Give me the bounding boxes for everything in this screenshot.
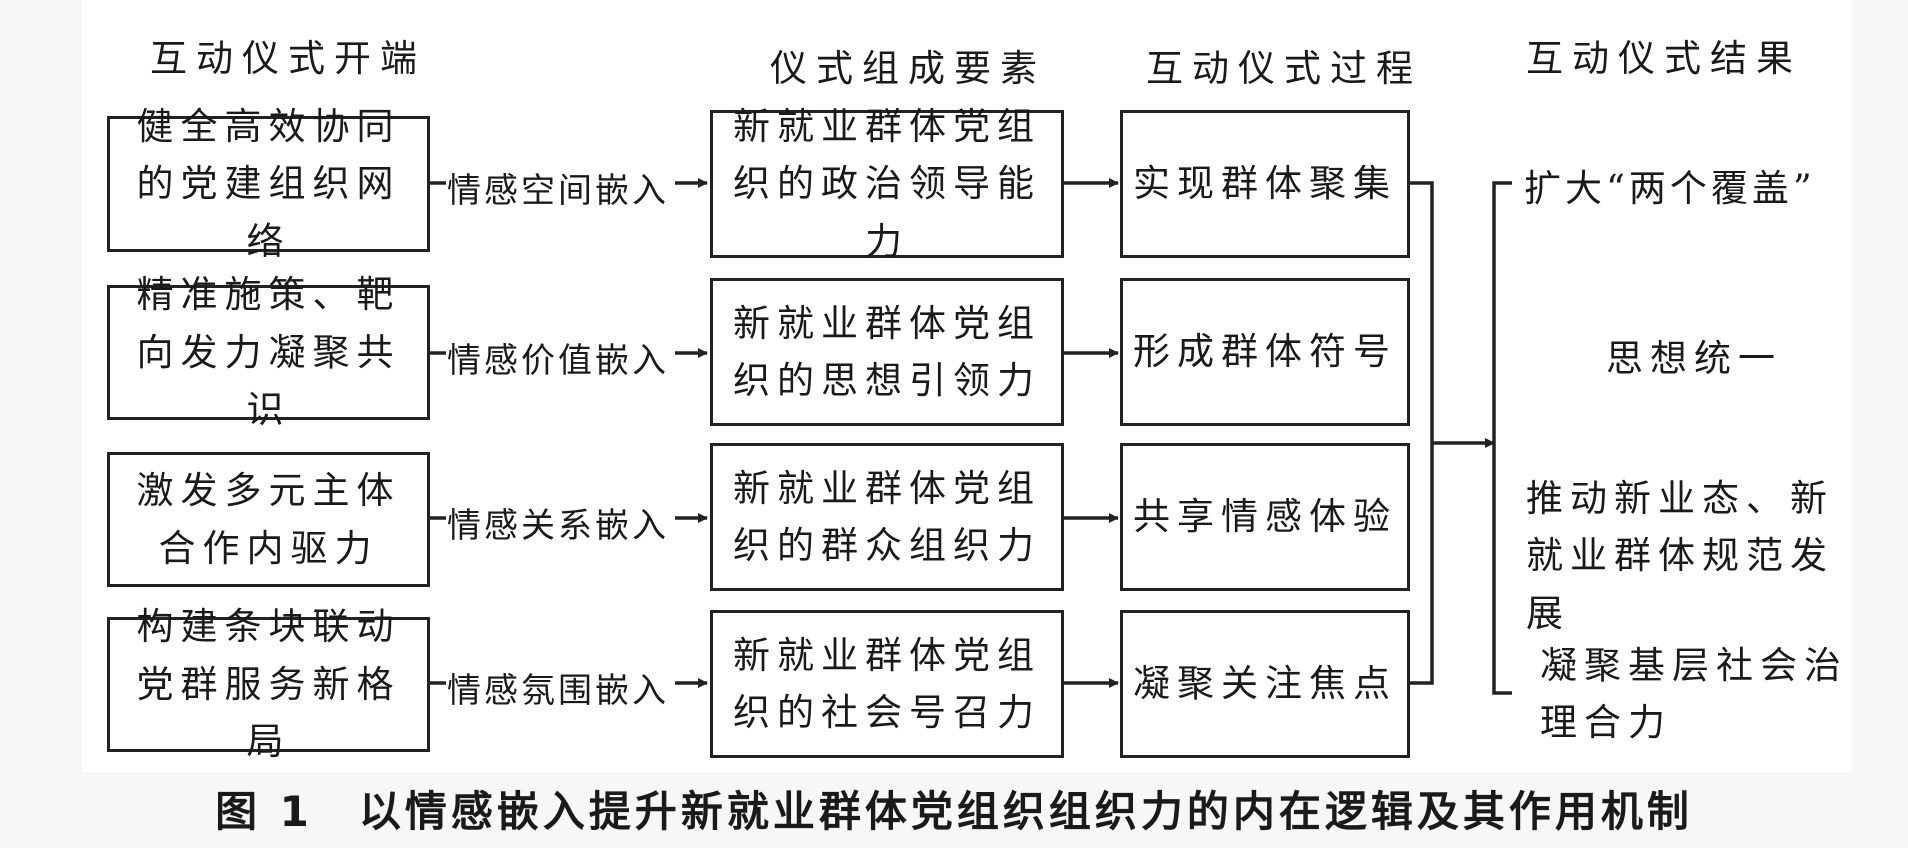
result-1: 扩大“两个覆盖”: [1524, 167, 1816, 210]
embed-label-4: 情感氛围嵌入: [447, 671, 669, 711]
start-box-1: 健全高效协同的党建组织网络: [107, 105, 430, 263]
start-box-3: 激发多元主体合作内驱力: [107, 452, 430, 587]
element-box-2: 新就业群体党组织的思想引领力: [710, 278, 1064, 426]
header-process: 互动仪式过程: [1146, 47, 1422, 90]
element-box-4: 新就业群体党组织的社会号召力: [710, 610, 1064, 758]
embed-label-1: 情感空间嵌入: [447, 171, 669, 211]
process-box-4: 凝聚关注焦点: [1120, 610, 1410, 758]
result-3: 推动新业态、新就业群体规范发展: [1526, 477, 1834, 635]
embed-label-2: 情感价值嵌入: [447, 341, 669, 381]
result-4: 凝聚基层社会治理合力: [1540, 644, 1848, 745]
start-box-4: 构建条块联动党群服务新格局: [107, 605, 430, 763]
start-box-2: 精准施策、靶向发力凝聚共识: [107, 273, 430, 431]
process-bracket: [1410, 181, 1434, 685]
process-box-1: 实现群体聚集: [1120, 110, 1410, 258]
embed-label-3: 情感关系嵌入: [447, 506, 669, 546]
result-2: 思想统一: [1606, 337, 1782, 380]
process-box-2: 形成群体符号: [1120, 278, 1410, 426]
header-result: 互动仪式结果: [1526, 37, 1802, 80]
results-bracket: [1492, 181, 1512, 695]
process-box-3: 共享情感体验: [1120, 443, 1410, 591]
element-box-1: 新就业群体党组织的政治领导能力: [710, 105, 1064, 263]
element-box-3: 新就业群体党组织的群众组织力: [710, 443, 1064, 591]
figure-caption: 图 1 以情感嵌入提升新就业群体党组织组织力的内在逻辑及其作用机制: [215, 787, 1693, 836]
header-elements: 仪式组成要素: [770, 47, 1046, 90]
header-start: 互动仪式开端: [150, 37, 426, 80]
